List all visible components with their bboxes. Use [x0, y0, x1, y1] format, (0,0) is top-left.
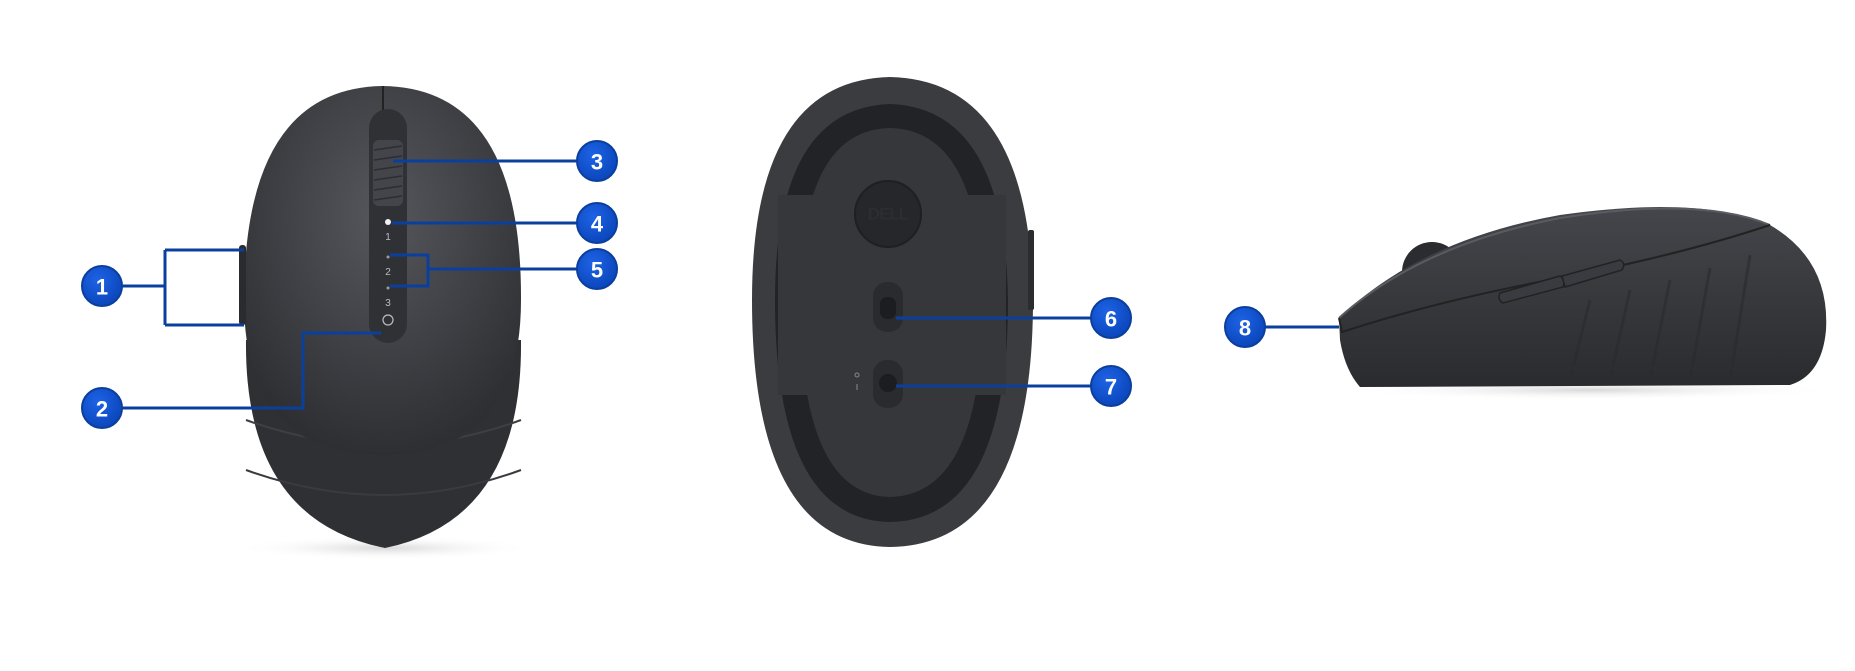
callout-7-label: 7: [1105, 375, 1117, 400]
callout-4: 4: [576, 202, 618, 244]
dell-logo: [854, 180, 922, 248]
callout-1-label: 1: [96, 275, 108, 300]
leader-lines: [122, 159, 1339, 410]
indicator-label-3: 3: [385, 298, 391, 309]
callout-6: 6: [1090, 297, 1132, 339]
callout-2: 2: [81, 387, 123, 429]
callout-1: 1: [81, 265, 123, 307]
callout-8-label: 8: [1239, 316, 1251, 341]
leader-1: [122, 248, 244, 327]
side-body: [1339, 207, 1827, 387]
led-indicator-2: [386, 255, 390, 259]
connection-button-icon: [382, 314, 394, 326]
callout-5: 5: [576, 248, 618, 290]
callout-8: 8: [1224, 306, 1266, 348]
callout-2-label: 2: [96, 397, 108, 422]
side-button: [239, 245, 246, 325]
led-indicator-1: [385, 219, 391, 225]
leader-2: [122, 331, 381, 410]
callout-5-label: 5: [591, 258, 603, 283]
top-view-mouse: 1 2 3: [235, 86, 535, 560]
callout-7: 7: [1090, 365, 1132, 407]
side-button-forward: [1561, 259, 1625, 288]
led-indicator-3: [386, 286, 390, 290]
power-switch: [879, 374, 897, 392]
callout-6-label: 6: [1105, 307, 1117, 332]
optical-sensor: [880, 297, 896, 319]
callout-3: 3: [576, 140, 618, 182]
dell-logo-text: DELL: [868, 205, 909, 224]
leader-5: [390, 253, 577, 288]
indicator-label-2: 2: [385, 267, 391, 278]
side-view-mouse: [1338, 207, 1840, 400]
bottom-view-mouse: DELL: [752, 77, 1034, 547]
callout-4-label: 4: [591, 212, 604, 237]
callout-3-label: 3: [591, 150, 603, 175]
indicator-label-1: 1: [385, 232, 391, 243]
